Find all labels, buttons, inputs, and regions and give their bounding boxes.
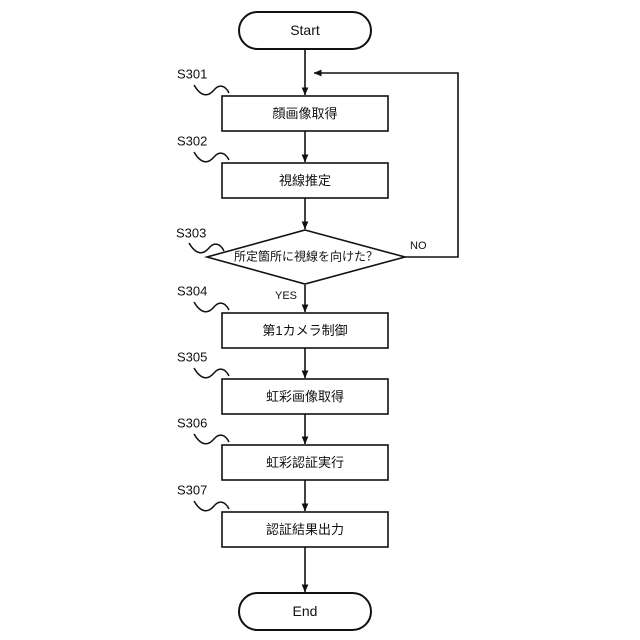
- step-label-s306: S306: [177, 415, 207, 430]
- step-label-s304: S304: [177, 283, 207, 298]
- branch-label-no: NO: [410, 240, 427, 252]
- connector-group: [301, 49, 459, 593]
- node-s302: S302 視線推定: [177, 133, 389, 199]
- branch-label-yes: YES: [275, 290, 297, 302]
- s301-process-shape: [221, 95, 389, 132]
- s303-decision-text: 所定箇所に視線を向けた？: [234, 249, 378, 264]
- s307-process-text: 認証結果出力: [266, 522, 344, 537]
- s305-process-shape: [221, 378, 389, 415]
- node-s306: S306 虹彩認証実行: [177, 415, 389, 481]
- s304-process-text: 第1カメラ制御: [262, 323, 347, 338]
- node-start: Start: [238, 11, 372, 50]
- node-s303: S303 所定箇所に視線を向けた？ NO YES: [176, 225, 427, 301]
- leader-line-s305: [193, 367, 230, 379]
- s305-process-text: 虹彩画像取得: [266, 389, 344, 404]
- end-terminal-shape: [238, 592, 372, 631]
- s304-process-shape: [221, 312, 389, 349]
- end-terminal-label: End: [293, 603, 318, 619]
- node-s307: S307 認証結果出力: [177, 482, 389, 548]
- s303-decision-shape: [203, 229, 409, 285]
- s302-process-text: 視線推定: [279, 173, 331, 188]
- leader-line-s307: [193, 500, 230, 512]
- node-s305: S305 虹彩画像取得: [177, 349, 389, 415]
- s306-process-text: 虹彩認証実行: [266, 455, 344, 470]
- leader-line-s302: [193, 151, 230, 163]
- node-s301: S301 顔画像取得: [177, 66, 389, 132]
- step-label-s303: S303: [176, 225, 206, 240]
- s306-process-shape: [221, 444, 389, 481]
- s307-process-shape: [221, 511, 389, 548]
- step-label-s302: S302: [177, 133, 207, 148]
- s301-process-text: 顔画像取得: [272, 106, 337, 121]
- leader-line-s306: [193, 433, 230, 445]
- leader-line-s301: [193, 84, 230, 96]
- start-terminal-shape: [238, 11, 372, 50]
- leader-line-s304: [193, 301, 230, 313]
- step-label-s305: S305: [177, 349, 207, 364]
- step-label-s301: S301: [177, 66, 207, 81]
- start-terminal-label: Start: [290, 22, 320, 38]
- connector-s303-no-feedback-loop: [313, 69, 459, 258]
- node-end: End: [238, 592, 372, 631]
- s302-process-shape: [221, 162, 389, 199]
- node-s304: S304 第1カメラ制御: [177, 283, 389, 349]
- step-label-s307: S307: [177, 482, 207, 497]
- leader-line-s303: [188, 242, 225, 254]
